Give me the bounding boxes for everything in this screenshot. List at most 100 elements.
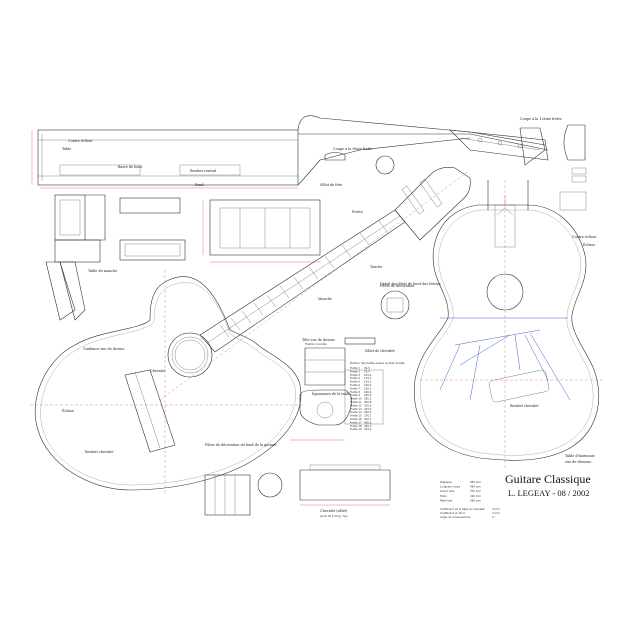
fret-row-value: 103,4 — [364, 373, 372, 377]
fret-row-value: 240,6 — [364, 390, 372, 394]
fret-row-name: Frette 13 — [350, 407, 362, 411]
centre-details — [204, 152, 410, 516]
dimension-name: Petit lobe — [440, 498, 453, 502]
fret-row-name: Frette 8 — [350, 390, 360, 394]
fret-row-value: 433,2 — [364, 427, 372, 431]
label-filets-decoration: Filets de décoration du fond de la guita… — [205, 443, 277, 447]
fret-row-name: Frette 15 — [350, 414, 362, 418]
label-epaisseur: Épaisseurs de la table — [312, 391, 350, 396]
fret-row-name: Frette 12 — [350, 403, 362, 407]
drawing-title: Guitare Classique — [505, 472, 591, 486]
fret-row-name: Frette 18 — [350, 424, 362, 428]
label-table-harmonie-sub: vue de dessous — [564, 460, 591, 464]
label-renfort-chevalet: Renfort chevalet — [85, 450, 114, 454]
dimension-name: Diapason — [440, 480, 452, 484]
label-table: Table — [62, 147, 71, 151]
fret-row-value: 134,1 — [364, 376, 372, 380]
dimensions-block: Diapason 650 mm Longueur corps 489 mm Grand … — [440, 480, 500, 519]
fret-row-name: Frette 11 — [350, 400, 362, 404]
label-sillet-tete: Sillet de tête — [320, 183, 342, 187]
fret-row-value: 325,0 — [364, 403, 372, 407]
drawing-subtitle: L. LEGEAY - 08 / 2002 — [508, 488, 590, 498]
title-block: Guitare Classique L. LEGEAY - 08 / 2002 — [505, 472, 591, 498]
label-guidance: Guidance vue de dessus — [83, 347, 125, 351]
fret-table: Position des frettes depuis le sillet de… — [350, 361, 405, 431]
back-body-outline — [413, 180, 605, 470]
label-frette: Frette — [352, 210, 363, 214]
label-sillet-chevalet: Sillet de chevalet — [365, 349, 395, 353]
label-eclisse: Éclisse — [62, 408, 74, 413]
spec-value-2: 4 mm — [492, 511, 500, 515]
fret-row-value: 163,1 — [364, 380, 372, 384]
spec-note-1: Coefficient de la table au chevalet — [440, 507, 485, 511]
spec-note-3: Angle de renversement — [440, 515, 470, 519]
label-tete-dessus: Tête vue de dessus — [302, 338, 335, 342]
label-fond: Fond — [195, 183, 204, 187]
fret-row-name: Frette 2 — [350, 369, 360, 373]
label-eclisse-right: Éclisse — [583, 242, 595, 247]
fret-row-value: 190,4 — [364, 383, 372, 387]
label-renfort-central: Renfort central — [190, 169, 216, 173]
fret-row-name: Frette 17 — [350, 420, 362, 424]
fret-row-value: 216,2 — [364, 386, 372, 390]
dimension-value: 240 mm — [470, 494, 481, 498]
fret-row-value: 376,7 — [364, 414, 372, 418]
fret-row-value: 360,5 — [364, 410, 372, 414]
fret-row-name: Frette 9 — [350, 393, 360, 397]
dimension-value: 370 mm — [470, 489, 481, 493]
spec-note-2: Coefficient du fond — [440, 511, 465, 515]
fret-row-value: 305,8 — [364, 400, 372, 404]
fret-row-value: 392,1 — [364, 417, 372, 421]
label-touche: Touche — [370, 265, 382, 269]
fret-row-value: 285,3 — [364, 397, 372, 401]
dimension-value: 280 mm — [470, 498, 481, 502]
fret-row-name: Frette 4 — [350, 376, 360, 380]
side-profile-view — [31, 115, 549, 189]
label-chevalet: Chevalet — [150, 369, 166, 373]
dimension-name: Taille — [440, 494, 447, 498]
fret-row-value: 263,6 — [364, 393, 372, 397]
spec-value-1: 4 mm — [492, 507, 500, 511]
front-body-outline — [30, 270, 305, 495]
label-chevalet-bottom-sub: poids 18 à 20 gr max — [320, 514, 348, 518]
fret-row-name: Frette 1 — [350, 366, 360, 370]
fret-row-name: Frette 3 — [350, 373, 360, 377]
label-coupe-manche: Coupe à la 9ème frette — [333, 147, 372, 151]
fret-row-name: Frette 16 — [350, 417, 362, 421]
dimension-value: 650 mm — [470, 480, 481, 484]
label-tete-sub: Fixation à la tête — [305, 342, 327, 346]
fret-row-name: Frette 7 — [350, 386, 360, 390]
dimension-rows: Diapason 650 mm Longueur corps 489 mm Grand … — [440, 480, 481, 502]
dimension-value: 489 mm — [470, 485, 481, 489]
dimension-name: Longueur corps — [440, 485, 461, 489]
label-barre-de-fond: Barre de fond — [118, 165, 143, 169]
label-coupe-12: Coupe à la 12ème frette — [520, 117, 562, 121]
fret-row-name: Frette 14 — [350, 410, 362, 414]
label-chevalet-bottom: Chevalet (sillet) — [320, 509, 348, 513]
label-filets-rosace: Filets de décoration — [380, 284, 415, 288]
component-sections — [45, 194, 321, 321]
label-manche: Manche — [318, 297, 332, 301]
fret-row-value: 406,6 — [364, 420, 372, 424]
fret-table-title: Position des frettes depuis le sillet de… — [350, 361, 405, 365]
label-table-harmonie: Table d'harmonie — [565, 454, 595, 458]
fret-lines — [219, 220, 389, 338]
headstock-side-view — [449, 124, 587, 211]
fret-row-value: 420,3 — [364, 424, 372, 428]
fret-row-name: Frette 6 — [350, 383, 360, 387]
fret-row-value: 70,9 — [364, 369, 370, 373]
drawing-labels: Table Contre éclisse Barre de fond Renfo… — [62, 117, 596, 518]
fret-row-value: 36,5 — [364, 366, 370, 370]
spec-value-3: 1° — [492, 515, 496, 519]
label-detail-filets: Détail des filets de bord des frettes — [380, 282, 441, 286]
front-neck — [159, 167, 471, 401]
label-contre-eclisse: Contre éclisse — [68, 139, 92, 143]
label-renfort-right: Renfort chevalet — [510, 404, 539, 408]
fret-row-value: 343,3 — [364, 407, 372, 411]
dimension-name: Grand lobe — [440, 489, 455, 493]
label-contre-eclisse-right: Contre éclisse — [572, 235, 596, 239]
fret-row-name: Frette 19 — [350, 427, 362, 431]
fret-row-name: Frette 10 — [350, 397, 362, 401]
